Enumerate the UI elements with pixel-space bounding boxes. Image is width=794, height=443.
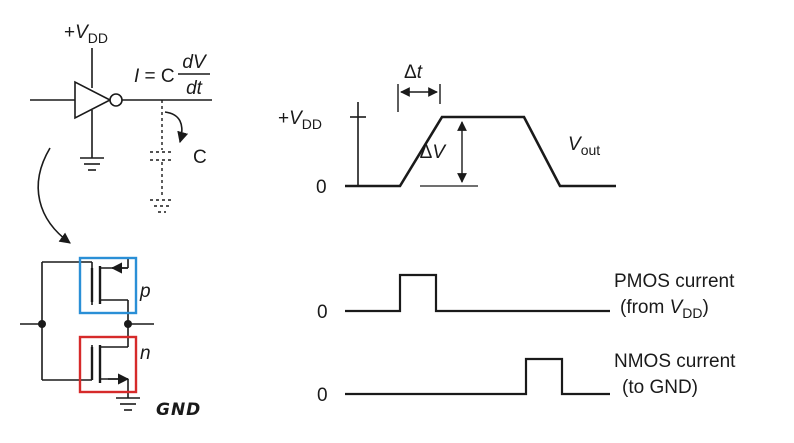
charging-current-arrow bbox=[164, 111, 189, 144]
ground-label: GND bbox=[156, 400, 201, 420]
delta-t-marker bbox=[397, 84, 441, 112]
pmos-highlight-box bbox=[78, 256, 138, 315]
output-junction-dot bbox=[124, 320, 132, 328]
delta-t-label: Δt bbox=[404, 62, 423, 83]
input-junction-dot bbox=[38, 320, 46, 328]
inverter-symbol bbox=[74, 80, 112, 120]
current-equation-numerator: dV bbox=[182, 52, 208, 73]
transistor-ground-icon bbox=[116, 397, 140, 411]
pmos-zero-label: 0 bbox=[317, 302, 328, 323]
inverter-schematic bbox=[30, 48, 212, 171]
vout-waveform bbox=[345, 115, 616, 188]
vout-zero-label: 0 bbox=[316, 177, 327, 198]
nmos-current-sublabel: (to GND) bbox=[622, 377, 698, 398]
current-equation-lhs: I = C bbox=[134, 66, 175, 87]
nmos-highlight-box bbox=[78, 335, 138, 394]
nmos-current-label: NMOS current bbox=[614, 351, 736, 372]
nmos-label: n bbox=[140, 343, 151, 364]
capacitor-label: C bbox=[193, 147, 207, 168]
inverter-supply-label: +VDD bbox=[64, 22, 108, 46]
pmos-label: p bbox=[139, 281, 151, 302]
pmos-current-sublabel: (from VDD) bbox=[620, 297, 709, 321]
pmos-current-waveform bbox=[345, 273, 610, 313]
delta-v-label: ΔV bbox=[420, 142, 448, 163]
nmos-zero-label: 0 bbox=[317, 385, 328, 406]
load-capacitor bbox=[150, 100, 174, 213]
nmos-current-waveform bbox=[345, 357, 610, 396]
current-equation-denominator: dt bbox=[186, 78, 203, 99]
vout-vdd-label: +VDD bbox=[278, 108, 322, 132]
vout-label: Vout bbox=[568, 134, 600, 158]
transistor-schematic bbox=[20, 258, 154, 398]
pmos-current-label: PMOS current bbox=[614, 271, 735, 292]
inverter-ground-icon bbox=[80, 157, 104, 171]
vout-plot bbox=[350, 102, 366, 186]
inverter-bubble bbox=[109, 93, 123, 107]
zoom-arrow bbox=[37, 147, 71, 244]
